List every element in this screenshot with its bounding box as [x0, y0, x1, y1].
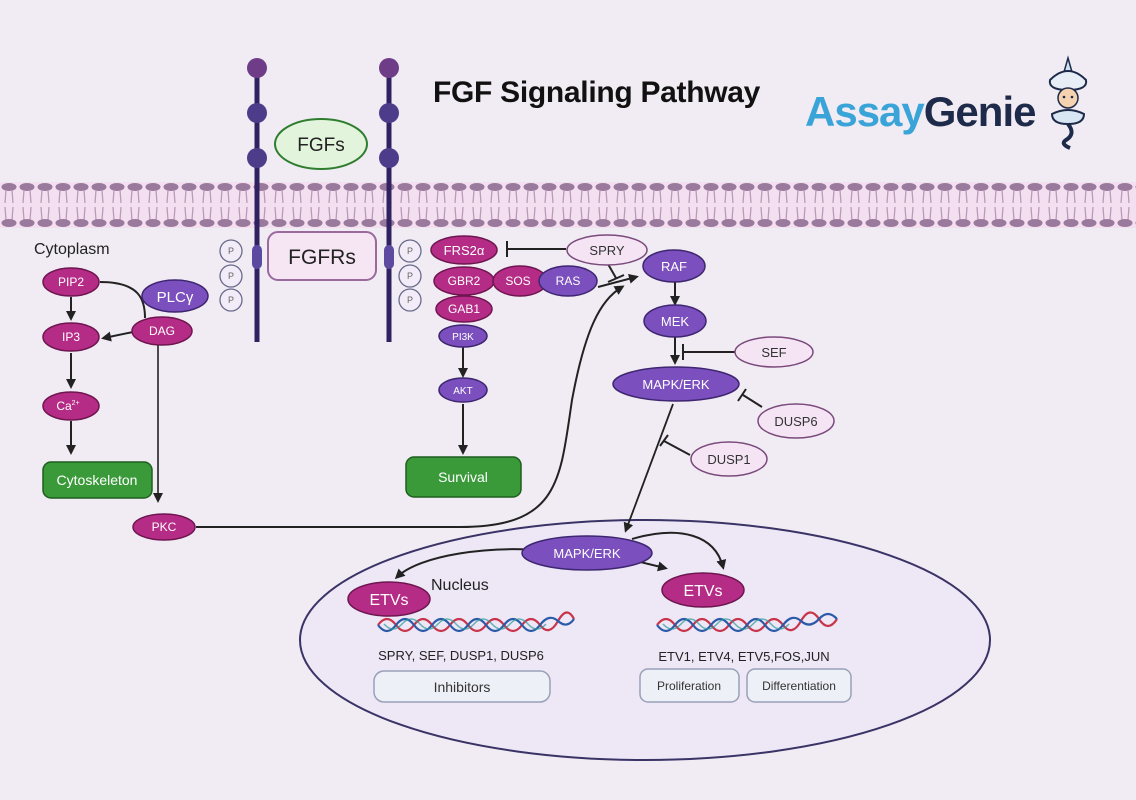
outcome-differentiation: Differentiation: [746, 668, 852, 703]
svg-text:GBR2: GBR2: [448, 274, 481, 288]
fgfrs-label-box: FGFRs: [267, 231, 377, 281]
outcome-proliferation: Proliferation: [639, 668, 740, 703]
phospho-label: P: [407, 271, 413, 281]
fgfr-receptor-right: [379, 58, 399, 342]
outcome-cytoskeleton: Cytoskeleton: [42, 461, 153, 499]
svg-text:Ca2+: Ca2+: [56, 399, 79, 413]
phospho-group-left: P P P: [219, 239, 243, 312]
phospho-label: P: [407, 295, 413, 305]
svg-text:MAPK/ERK: MAPK/ERK: [553, 546, 621, 561]
node-mek: MEK: [643, 304, 707, 338]
node-ip3: IP3: [42, 322, 100, 352]
node-etvs-right: ETVs: [661, 572, 745, 608]
svg-text:DAG: DAG: [149, 324, 175, 338]
svg-text:PIP2: PIP2: [58, 275, 84, 289]
svg-text:AKT: AKT: [453, 386, 472, 397]
dna-helix-left: [377, 611, 575, 633]
phospho-label: P: [407, 246, 413, 256]
adaptor-edges: [458, 241, 639, 455]
node-ras: RAS: [538, 265, 598, 297]
node-spry: SPRY: [566, 234, 648, 266]
svg-text:IP3: IP3: [62, 330, 80, 344]
node-dusp1: DUSP1: [690, 441, 768, 477]
node-raf: RAF: [642, 249, 706, 283]
logo-text-assay: Assay: [805, 88, 925, 135]
svg-text:Cytoskeleton: Cytoskeleton: [57, 472, 138, 488]
svg-text:FRS2α: FRS2α: [444, 243, 485, 258]
svg-text:Proliferation: Proliferation: [657, 679, 721, 693]
svg-text:ETVs: ETVs: [683, 583, 722, 600]
node-plc-gamma: PLCγ: [141, 279, 209, 313]
node-mapk-erk-nuclear: MAPK/ERK: [521, 535, 653, 571]
svg-text:RAF: RAF: [661, 259, 687, 274]
phospho-label: P: [228, 271, 234, 281]
node-dusp6: DUSP6: [757, 403, 835, 439]
assay-genie-logo: AssayGenie: [805, 88, 1037, 136]
node-sef: SEF: [734, 336, 814, 368]
svg-text:SEF: SEF: [761, 345, 786, 360]
node-akt: AKT: [438, 377, 488, 403]
fgfr-receptor-left: [247, 58, 267, 342]
cell-membrane: [0, 182, 1136, 228]
mapk-cascade-edges: [623, 282, 763, 533]
svg-text:DUSP1: DUSP1: [707, 452, 750, 467]
svg-text:DUSP6: DUSP6: [774, 414, 817, 429]
node-calcium: Ca2+: [42, 391, 100, 421]
svg-text:Survival: Survival: [438, 469, 488, 485]
node-mapk-erk: MAPK/ERK: [612, 366, 740, 402]
svg-text:PLCγ: PLCγ: [157, 289, 194, 306]
node-dag: DAG: [131, 316, 193, 346]
nucleus-label: Nucleus: [431, 577, 489, 594]
inhibitor-genes-label: SPRY, SEF, DUSP1, DUSP6: [378, 648, 544, 663]
fgfs-label: FGFs: [297, 135, 345, 156]
dna-helix-right: [656, 611, 838, 633]
phospho-label: P: [228, 246, 234, 256]
page-title: FGF Signaling Pathway: [433, 76, 761, 109]
svg-text:SOS: SOS: [505, 274, 530, 288]
phospho-group-right: P P P: [398, 239, 422, 312]
phospho-label: P: [228, 295, 234, 305]
node-pi3k: PI3K: [438, 324, 488, 348]
svg-text:GAB1: GAB1: [448, 302, 480, 316]
node-pip2: PIP2: [42, 267, 100, 297]
svg-text:PKC: PKC: [152, 520, 177, 534]
svg-text:SPRY: SPRY: [589, 243, 624, 258]
logo-text-genie: Genie: [923, 88, 1037, 135]
svg-text:Inhibitors: Inhibitors: [434, 679, 491, 695]
svg-text:Differentiation: Differentiation: [762, 679, 836, 693]
svg-text:RAS: RAS: [556, 274, 581, 288]
outcome-inhibitors: Inhibitors: [373, 670, 551, 703]
svg-text:MAPK/ERK: MAPK/ERK: [642, 377, 710, 392]
cytoplasm-label: Cytoplasm: [34, 241, 110, 258]
node-pkc: PKC: [132, 513, 196, 541]
fgfrs-label: FGFRs: [288, 246, 356, 269]
fgfs-ligand: FGFs: [274, 118, 368, 170]
plc-branch-edges: [66, 281, 625, 528]
svg-text:PI3K: PI3K: [452, 332, 474, 343]
node-etvs-left: ETVs: [347, 581, 431, 617]
target-genes-label: ETV1, ETV4, ETV5,FOS,JUN: [658, 649, 829, 664]
outcome-survival: Survival: [405, 456, 522, 498]
node-gbr2: GBR2: [433, 266, 495, 296]
svg-text:MEK: MEK: [661, 314, 690, 329]
genie-mascot-icon: [1048, 55, 1088, 150]
node-frs2a: FRS2α: [430, 235, 498, 265]
node-gab1: GAB1: [435, 295, 493, 323]
svg-text:ETVs: ETVs: [369, 592, 408, 609]
